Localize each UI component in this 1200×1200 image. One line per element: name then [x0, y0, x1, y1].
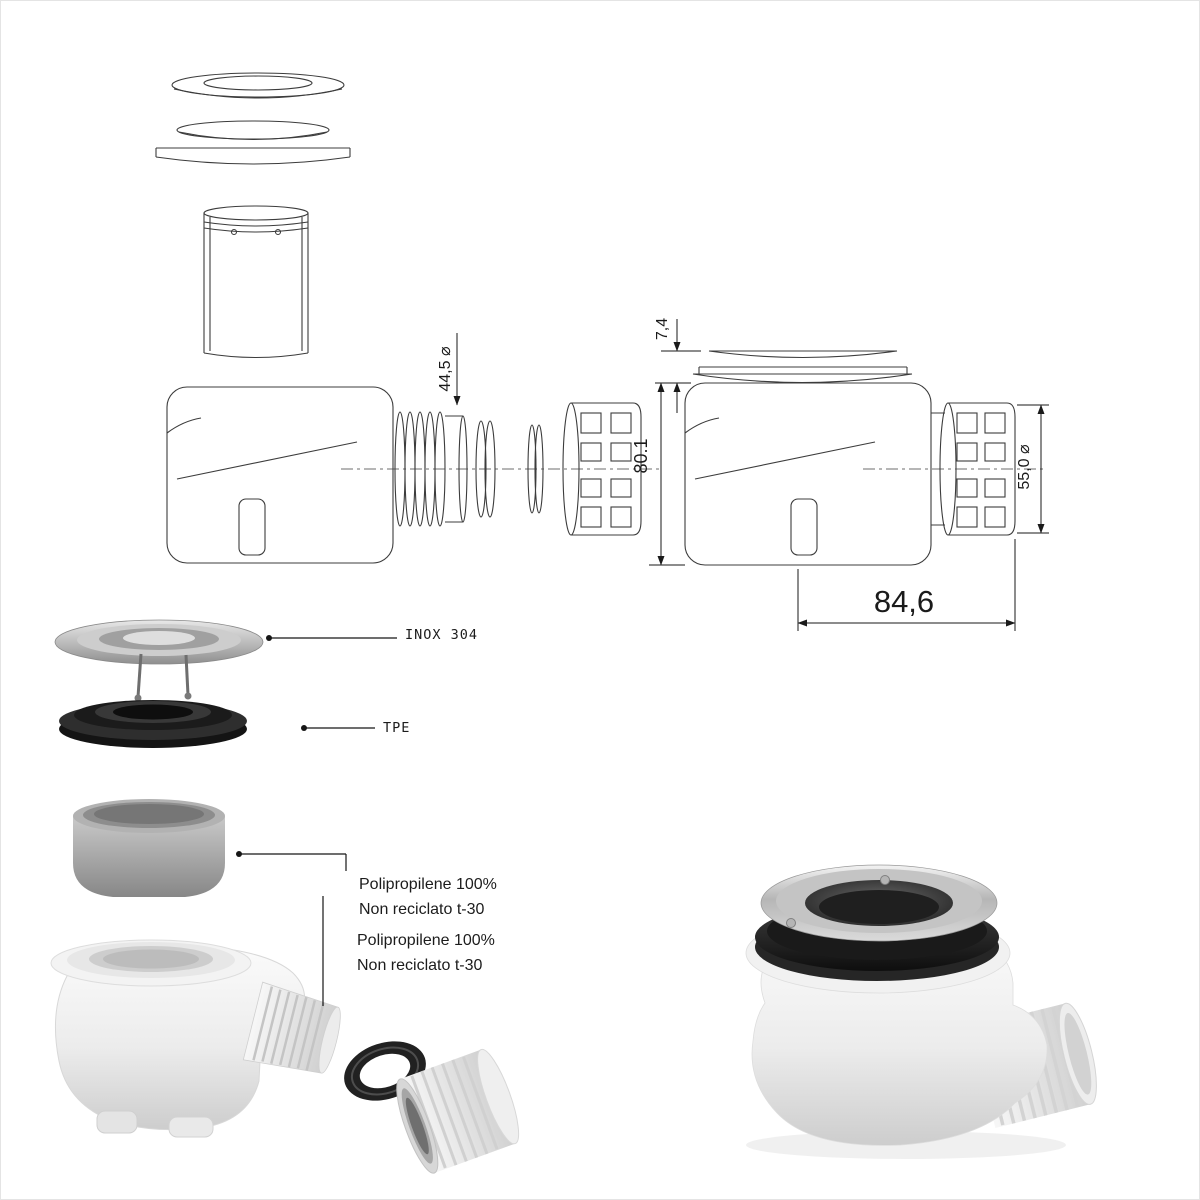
render-grate-inox: [54, 619, 264, 702]
render-gasket-tpe: [59, 700, 247, 748]
material-label-line: Polipropilene 100%: [357, 932, 495, 949]
side-view-right-drawing: [684, 350, 1016, 566]
exploded-render: [50, 619, 520, 1174]
dim-nut-diameter: 55,0 ⌀: [1016, 404, 1049, 534]
side-view-left-drawing: [166, 386, 642, 564]
material-label-pp-body: Polipropilene 100% Non reciclato t-30: [357, 929, 495, 979]
dim-text-pipe-diameter: 44,5 ⌀: [437, 346, 454, 392]
material-label-pp-cup: Polipropilene 100% Non reciclato t-30: [359, 873, 497, 923]
render-nut: [396, 1048, 520, 1174]
assembled-render: [745, 864, 1097, 1159]
dim-body-height: 80.1: [631, 382, 685, 566]
dim-text-nut-diameter: 55,0 ⌀: [1016, 444, 1033, 490]
dim-text-flange-height: 7,4: [654, 318, 671, 340]
dim-pipe-diameter: 44,5 ⌀: [437, 333, 461, 406]
leader-lines: [236, 635, 397, 1006]
material-label-line: Non reciclato t-30: [359, 900, 485, 918]
material-label-tpe: TPE: [383, 720, 411, 736]
render-body: [50, 939, 341, 1138]
dim-text-overall-width: 84,6: [874, 584, 934, 619]
material-label-line: Polipropilene 100%: [359, 876, 497, 893]
top-exploded-drawing: [155, 72, 351, 359]
dim-text-body-height: 80.1: [631, 438, 651, 473]
dim-overall-width: 84,6: [797, 539, 1016, 631]
material-label-inox: INOX 304: [405, 627, 479, 643]
material-label-line: Non reciclato t-30: [357, 956, 483, 974]
render-cup: [73, 799, 225, 897]
